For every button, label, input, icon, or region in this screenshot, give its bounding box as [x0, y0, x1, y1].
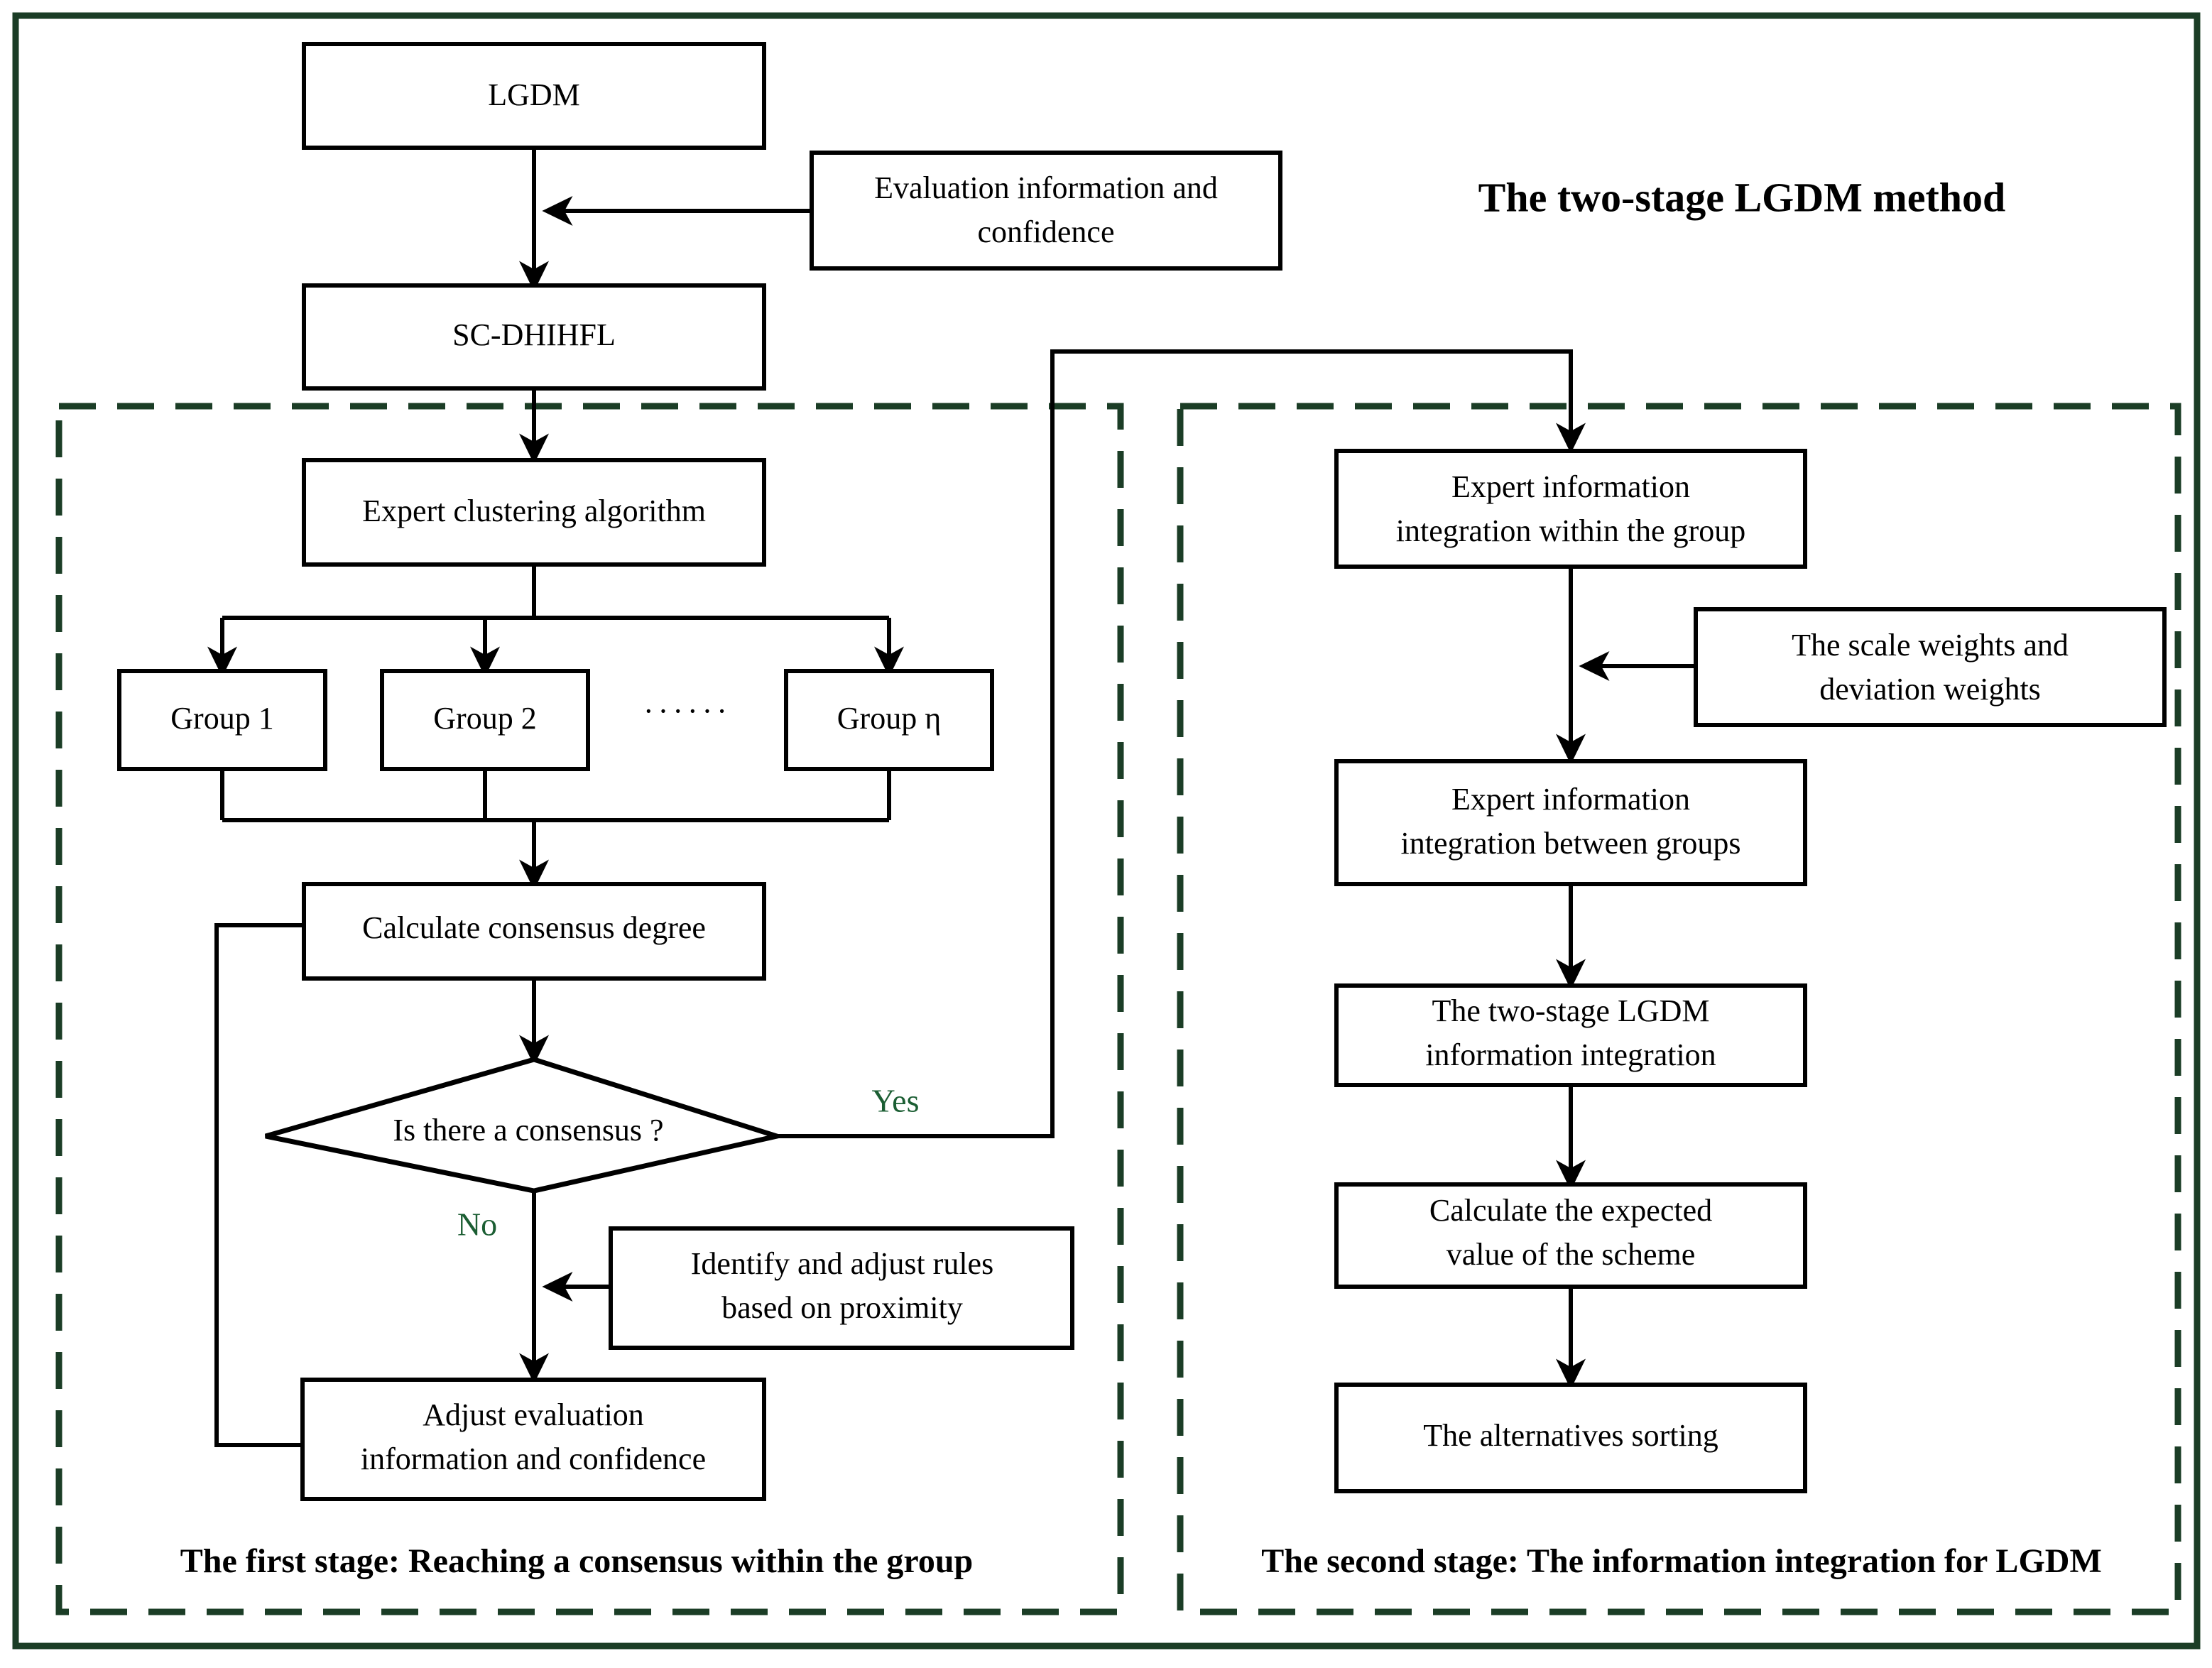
node-expert-clustering-box[interactable] — [302, 458, 766, 567]
node-adjust-evaluation-line2: information and confidence — [361, 1441, 706, 1476]
branch-yes-label: Yes — [872, 1083, 920, 1119]
node-lgdm-box[interactable] — [302, 42, 766, 150]
first-stage-caption: The first stage: Reaching a consensus wi… — [180, 1542, 974, 1580]
node-alternatives-sorting-box[interactable] — [1334, 1383, 1807, 1493]
node-group2-box[interactable] — [380, 669, 590, 771]
node-scale-weights-box[interactable] — [1694, 607, 2167, 727]
edge-decision-yes — [777, 349, 1586, 1138]
node-decision-diamond[interactable] — [265, 1057, 787, 1194]
node-expert-between-box[interactable] — [1334, 759, 1807, 886]
node-expert-clustering-label: Expert clustering algorithm — [362, 494, 706, 528]
node-two-stage-integration-line2: information integration — [1425, 1037, 1716, 1072]
node-expert-within-line2: integration within the group — [1396, 513, 1745, 548]
node-identify-rules-line1: Identify and adjust rules — [691, 1246, 993, 1281]
node-group1-box[interactable] — [117, 669, 327, 771]
second-stage-caption: The second stage: The information integr… — [1261, 1542, 2102, 1580]
group-ellipsis: ······ — [643, 694, 731, 729]
first-stage-dashed-frame — [55, 403, 1124, 1615]
node-identify-rules-box[interactable] — [609, 1226, 1074, 1350]
node-expert-between-line2: integration between groups — [1401, 826, 1741, 861]
node-group2-label: Group 2 — [433, 701, 536, 736]
node-decision-label: Is there a consensus ? — [393, 1113, 663, 1148]
node-expected-value-line2: value of the scheme — [1446, 1237, 1696, 1272]
node-adjust-evaluation-box[interactable] — [300, 1378, 766, 1501]
node-two-stage-integration-line1: The two-stage LGDM — [1432, 993, 1709, 1028]
node-evaluation-info-line1: Evaluation information and — [874, 170, 1218, 205]
node-group-eta-label: Group η — [837, 701, 941, 736]
node-lgdm-label: LGDM — [488, 77, 580, 112]
node-expert-between-line1: Expert information — [1451, 782, 1690, 817]
node-expert-within-box[interactable] — [1334, 449, 1807, 569]
node-evaluation-info-line2: confidence — [978, 214, 1115, 249]
node-expected-value-line1: Calculate the expected — [1429, 1193, 1712, 1228]
edge-feedback-loop — [214, 910, 525, 1447]
node-scdhihfl-box[interactable] — [302, 283, 766, 391]
outer-frame — [12, 12, 2201, 1650]
node-scale-weights-line2: deviation weights — [1819, 672, 2041, 707]
node-expert-within-line1: Expert information — [1451, 469, 1690, 504]
node-scdhihfl-label: SC-DHIHFL — [452, 317, 616, 352]
node-evaluation-info-box[interactable] — [810, 151, 1282, 271]
node-expected-value-box[interactable] — [1334, 1182, 1807, 1289]
node-calculate-consensus-box[interactable] — [302, 882, 766, 981]
node-two-stage-integration-box[interactable] — [1334, 983, 1807, 1087]
second-stage-dashed-frame — [1177, 403, 2181, 1615]
node-group-eta-box[interactable] — [784, 669, 994, 771]
node-alternatives-sorting-label: The alternatives sorting — [1423, 1418, 1718, 1453]
figure-title: The two-stage LGDM method — [1478, 174, 2006, 220]
node-adjust-evaluation-line1: Adjust evaluation — [423, 1397, 644, 1432]
node-identify-rules-line2: based on proximity — [721, 1290, 963, 1325]
node-scale-weights-line1: The scale weights and — [1792, 628, 2069, 663]
node-calculate-consensus-label: Calculate consensus degree — [362, 910, 706, 945]
branch-no-label: No — [457, 1206, 497, 1243]
node-group1-label: Group 1 — [170, 701, 273, 736]
